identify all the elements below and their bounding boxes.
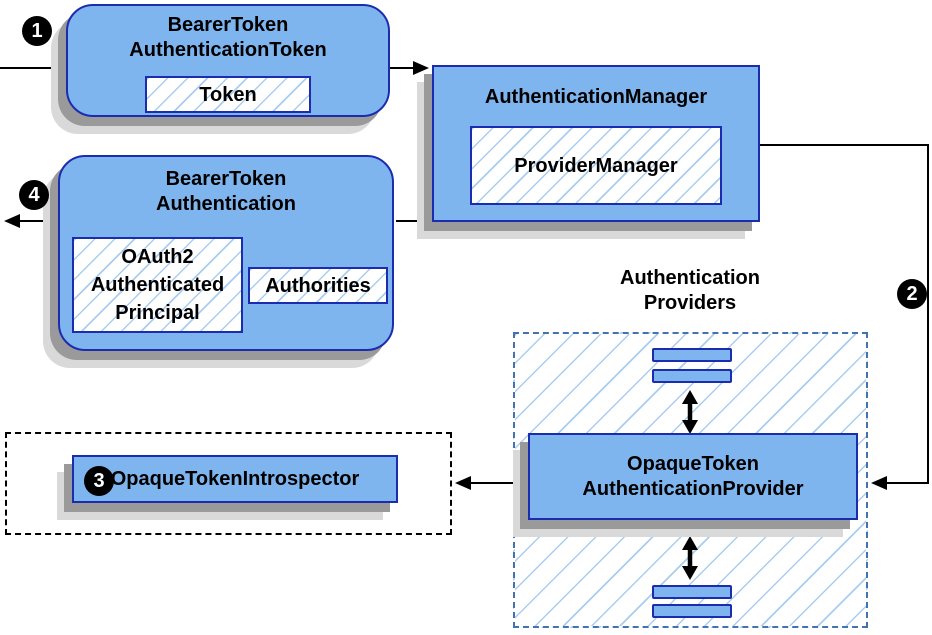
principal-line: Authenticated	[90, 274, 225, 296]
authorities-box: Authorities	[248, 267, 388, 304]
title-line: Authentication	[156, 193, 296, 215]
box-bearer-token-authentication: BearerToken Authentication OAuth2 Authen…	[58, 155, 394, 351]
step-badge-3: 3	[84, 466, 114, 496]
bearer-token-authentication-token-title: BearerToken AuthenticationToken	[68, 6, 388, 63]
principal-line: OAuth2	[121, 246, 194, 268]
arrowhead-authentication-out	[4, 214, 20, 228]
box-bearer-token-authentication-token: BearerToken AuthenticationToken Token	[66, 4, 390, 117]
oauth2-authenticated-principal-box: OAuth2 Authenticated Principal	[72, 237, 243, 333]
principal-line: Principal	[115, 302, 200, 324]
provider-manager-box: ProviderManager	[470, 126, 722, 205]
step-badge-1: 1	[22, 16, 52, 46]
arrowhead-provider-to-introspector	[455, 476, 471, 490]
authentication-manager-title: AuthenticationManager	[484, 86, 708, 108]
box-authentication-manager: AuthenticationManager ProviderManager	[432, 65, 760, 222]
title-line: BearerToken	[165, 168, 287, 190]
title-line: BearerToken	[167, 14, 289, 36]
label-line: Authentication	[620, 267, 760, 289]
bearer-token-authentication-title: BearerToken Authentication	[60, 157, 392, 217]
token-box: Token	[145, 76, 311, 113]
provider-stack-bar-bottom-2	[652, 604, 732, 618]
title-line: AuthenticationProvider	[582, 477, 804, 500]
provider-stack-bar-top-2	[652, 369, 732, 383]
box-opaque-token-introspector: OpaqueTokenIntrospector	[72, 455, 398, 503]
box-opaque-token-authentication-provider: OpaqueToken AuthenticationProvider	[528, 433, 858, 520]
title-line: OpaqueToken	[627, 452, 759, 475]
label-line: Providers	[643, 292, 737, 314]
arrowhead-manager-to-provider	[871, 476, 887, 490]
provider-stack-bar-top-1	[652, 348, 732, 362]
arrowhead-token-to-manager	[413, 61, 429, 75]
step-badge-2: 2	[897, 279, 927, 309]
authentication-providers-label: Authentication Providers	[545, 266, 835, 316]
step-badge-4: 4	[19, 180, 49, 210]
provider-stack-bar-bottom-1	[652, 585, 732, 599]
opaque-token-authentication-provider-title: OpaqueToken AuthenticationProvider	[582, 452, 803, 502]
title-line: AuthenticationToken	[129, 39, 327, 61]
